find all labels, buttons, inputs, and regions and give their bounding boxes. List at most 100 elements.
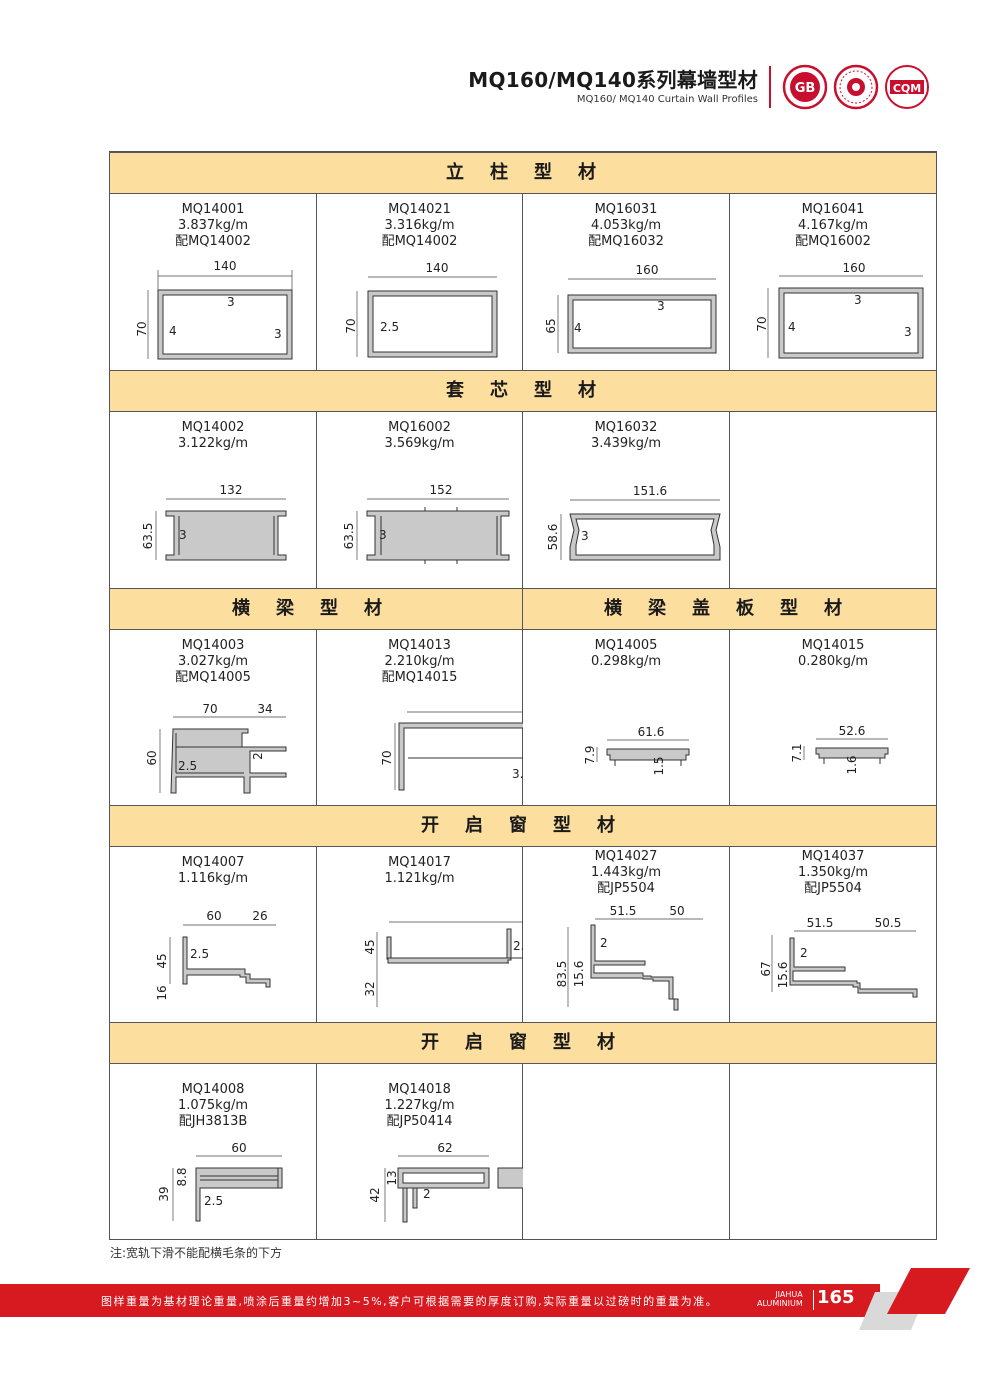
section-title: 立柱型材 [446, 162, 622, 183]
svg-text:51.5: 51.5 [610, 904, 637, 918]
svg-text:63.5: 63.5 [342, 523, 356, 550]
svg-text:3: 3 [581, 529, 589, 543]
svg-text:60: 60 [145, 750, 159, 765]
svg-text:8.8: 8.8 [175, 1167, 189, 1186]
svg-text:3.5: 3.5 [512, 767, 523, 781]
profile-drawing: 151.6 58.6 3 [546, 484, 721, 561]
svg-text:60: 60 [231, 1141, 246, 1155]
profile-drawing: 51.5 50.5 67 15.6 2 [759, 916, 918, 998]
svg-text:39: 39 [157, 1186, 171, 1201]
svg-text:132: 132 [220, 483, 243, 497]
profile-drawing: 52.6 7.1 1.6 [790, 724, 889, 775]
svg-text:1.6: 1.6 [845, 755, 859, 774]
profile-drawing: 60 4 70 2 3.5 [380, 711, 523, 791]
svg-text:32: 32 [363, 981, 377, 996]
svg-text:2: 2 [800, 946, 808, 960]
svg-text:13: 13 [385, 1170, 399, 1185]
empty-cell [523, 1064, 730, 1240]
svg-text:2.5: 2.5 [190, 947, 209, 961]
svg-text:16: 16 [155, 985, 169, 1000]
section-header-windows-2: 开启窗型材 [110, 1022, 936, 1064]
profile-drawing: 140 70 2.5 [344, 261, 498, 358]
svg-text:4: 4 [169, 324, 177, 338]
profile-code: MQ14001 [181, 202, 245, 217]
svg-text:83.5: 83.5 [555, 961, 569, 988]
profile-drawing: 152 63.5 3 [342, 483, 510, 564]
svg-text:2.5: 2.5 [178, 759, 197, 773]
svg-text:1.5: 1.5 [652, 756, 666, 775]
footnote: 注:宽轨下滑不能配横毛条的下方 [110, 1246, 283, 1260]
gb-logo-icon: GB [782, 64, 828, 110]
svg-text:70: 70 [755, 316, 769, 331]
svg-text:3: 3 [227, 295, 235, 309]
header-divider [769, 66, 771, 108]
profile-drawing: 160 70 3 4 3 [755, 261, 924, 359]
cqm-logo-icon: CQM [885, 65, 929, 109]
svg-text:4: 4 [574, 321, 582, 335]
svg-text:3: 3 [274, 327, 282, 341]
certification-seal-icon [833, 64, 879, 110]
profile-drawing: 51.5 50 83.5 15.6 2 [555, 904, 703, 1011]
svg-text:160: 160 [636, 263, 659, 277]
svg-text:50: 50 [669, 904, 684, 918]
page-title: MQ160/MQ140系列幕墙型材 [468, 68, 758, 92]
svg-text:140: 140 [214, 259, 237, 273]
profile-drawing: 160 65 3 4 [544, 263, 717, 354]
svg-text:4: 4 [788, 320, 796, 334]
page-number: 165 [817, 1287, 855, 1308]
svg-text:70: 70 [135, 321, 149, 336]
svg-text:70: 70 [380, 750, 394, 765]
profile-weight: 3.837kg/m [177, 218, 249, 233]
svg-text:15.6: 15.6 [776, 962, 790, 989]
svg-text:42: 42 [368, 1187, 382, 1202]
svg-text:160: 160 [843, 261, 866, 275]
svg-text:26: 26 [252, 909, 267, 923]
svg-text:34: 34 [257, 702, 272, 716]
svg-text:45: 45 [363, 939, 377, 954]
svg-text:2.5: 2.5 [513, 939, 523, 953]
svg-text:3: 3 [179, 528, 187, 542]
svg-text:63.5: 63.5 [141, 523, 155, 550]
svg-text:52.6: 52.6 [839, 724, 866, 738]
svg-text:140: 140 [426, 261, 449, 275]
section-header-windows: 开启窗型材 [110, 805, 936, 847]
svg-text:51.5: 51.5 [807, 916, 834, 930]
svg-text:65: 65 [544, 318, 558, 333]
svg-text:60: 60 [206, 909, 221, 923]
page-number-divider [813, 1290, 814, 1310]
profile-drawing: 140 70 3 4 3 [135, 259, 293, 360]
profile-drawing: 60 39 8.8 2.5 [157, 1141, 283, 1222]
svg-text:2.5: 2.5 [204, 1194, 223, 1208]
section-header-sleeves: 套芯型材 [110, 370, 936, 412]
svg-text:3: 3 [904, 325, 912, 339]
svg-text:2.5: 2.5 [380, 320, 399, 334]
svg-text:61.6: 61.6 [638, 725, 665, 739]
svg-text:15.6: 15.6 [572, 961, 586, 988]
footer-bar [0, 1284, 880, 1317]
profile-match: 配MQ14002 [175, 234, 251, 249]
footer-text: 图样重量为基材理论重量,喷涂后重量约增加3~5%,客户可根据需要的厚度订购,实际… [101, 1295, 719, 1308]
svg-text:3: 3 [854, 293, 862, 307]
profile-drawing: 61.6 7.9 1.5 [583, 725, 690, 776]
svg-text:151.6: 151.6 [633, 484, 667, 498]
svg-text:3: 3 [657, 299, 665, 313]
profile-drawing: 60 26 45 16 2.5 [155, 909, 276, 1001]
svg-text:70: 70 [344, 318, 358, 333]
profile-drawing: 132 63.5 3 [141, 483, 287, 561]
svg-text:62: 62 [437, 1141, 452, 1155]
page-subtitle: MQ160/ MQ140 Curtain Wall Profiles [576, 94, 758, 105]
